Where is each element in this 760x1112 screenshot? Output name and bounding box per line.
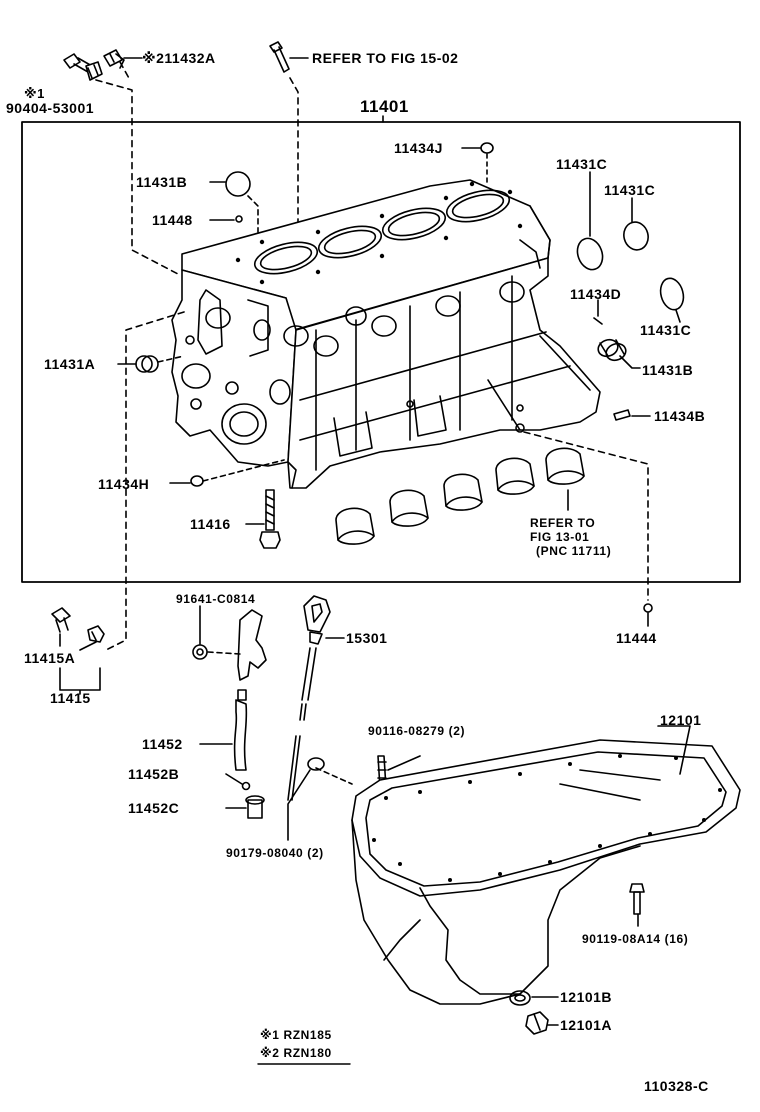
label-11434D[interactable]: 11434D [570,286,622,302]
pin-11434B [613,409,631,421]
pin-11434D [593,317,603,325]
label-11452B[interactable]: 11452B [128,766,180,782]
label-12101[interactable]: 12101 [660,712,702,728]
label-11432A[interactable]: ※211432A [142,50,216,66]
label-11448[interactable]: 11448 [152,212,193,228]
label-11431C-a[interactable]: 11431C [556,156,608,172]
label-90404-53001[interactable]: 90404-53001 [6,100,95,116]
label-11434B[interactable]: 11434B [654,408,706,424]
label-11452C[interactable]: 11452C [128,800,180,816]
label-11431B-top[interactable]: 11431B [136,174,188,190]
label-11431C-c[interactable]: 11431C [640,322,692,338]
gasket-90179 [307,757,325,771]
legend-note-2: ※2 RZN180 [260,1046,332,1060]
label-refer-fig-13-line3[interactable]: (PNC 11711) [536,544,612,558]
bolt-90119 [629,883,645,915]
plug-11431C-a [576,237,604,271]
plug-11431A [135,355,159,373]
plug-11431B-top [225,171,251,197]
label-15301[interactable]: 15301 [346,630,388,646]
guide-11452 [233,609,267,771]
label-11452[interactable]: 11452 [142,736,183,752]
bolt-refer-15-02 [269,41,290,73]
plug-12101A [525,1011,549,1035]
label-11415[interactable]: 11415 [50,690,91,706]
oil-pan-12101 [351,739,741,1005]
label-90119-08A14[interactable]: 90119-08A14 (16) [582,932,689,946]
label-11434J[interactable]: 11434J [394,140,443,156]
plug-11434J [480,142,494,154]
label-11415A[interactable]: 11415A [24,650,76,666]
pin-11448 [235,215,243,223]
label-12101A[interactable]: 12101A [560,1017,613,1033]
label-11431B-right[interactable]: 11431B [642,362,694,378]
bolt-11416 [259,489,281,549]
label-refer-fig-13-line1[interactable]: REFER TO [530,516,596,530]
plug-11431C-c [659,277,685,311]
legend-note-1: ※1 RZN185 [260,1028,332,1042]
dipstick-15301 [287,595,331,801]
fitting-11415 [51,607,105,643]
bearings [335,447,585,545]
plug-11431C-b [623,221,649,251]
label-refer-fig-15-02[interactable]: REFER TO FIG 15-02 [312,50,459,66]
pin-11444 [643,603,653,613]
label-11431C-b[interactable]: 11431C [604,182,656,198]
nut-91641 [192,644,208,660]
note1-marker: ※1 [24,86,45,101]
block-group-frame [21,121,741,583]
label-refer-fig-13-line2[interactable]: FIG 13-01 [530,530,590,544]
figure-code: 110328-C [644,1078,709,1094]
label-91641-C0814[interactable]: 91641-C0814 [176,592,256,606]
label-11401[interactable]: 11401 [360,97,409,116]
label-11431A[interactable]: 11431A [44,356,96,372]
label-90179-08040[interactable]: 90179-08040 (2) [226,846,324,860]
label-12101B[interactable]: 12101B [560,989,613,1005]
plug-11452C [245,795,265,819]
gasket-12101B [509,990,531,1006]
engine-block-11401 [171,179,601,489]
label-11434H[interactable]: 11434H [98,476,150,492]
label-90116-08279[interactable]: 90116-08279 (2) [368,724,466,738]
label-11416[interactable]: 11416 [190,516,231,532]
label-11444[interactable]: 11444 [616,630,657,646]
fitting-11432A [103,49,125,69]
bushing-11431B-right [597,338,627,362]
pin-11434H [190,475,204,487]
fitting-90404-53001 [63,53,103,81]
clip-11452B [241,781,251,791]
